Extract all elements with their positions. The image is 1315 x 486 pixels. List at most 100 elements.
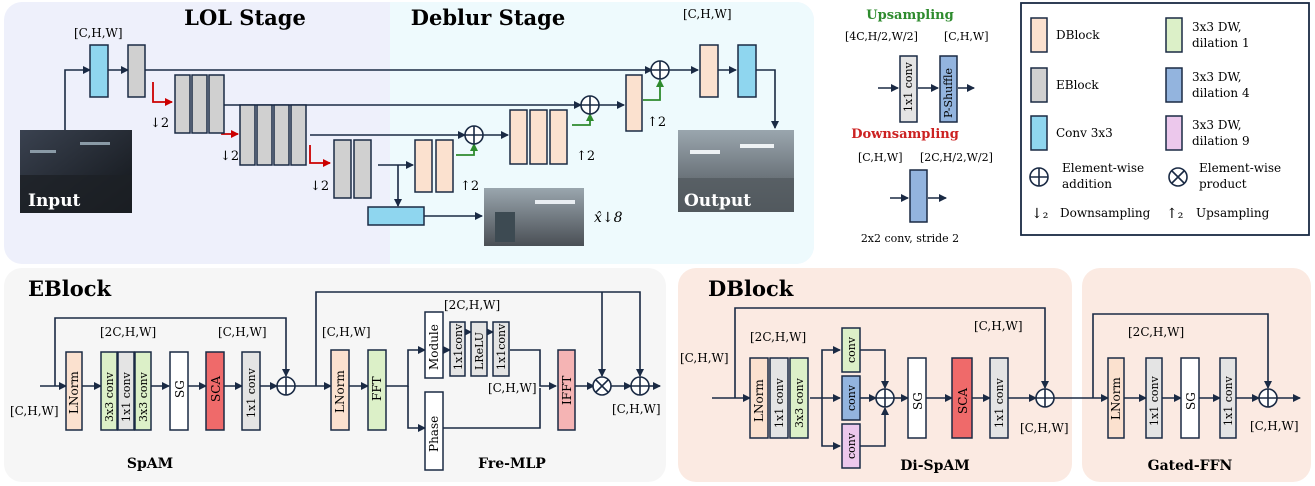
gffn-conv1-label: 1x1 conv [1148,375,1161,426]
fremlp-dim-in: [C,H,W] [322,325,371,339]
fremlp-conv1c-label: 1x1conv [452,323,465,370]
dblock-sca-label: SCA [956,388,970,414]
upsampling-out-dim: [C,H,W] [944,30,989,43]
eblock-conv1a [117,351,135,431]
legend-add-icon [1029,167,1049,187]
gffn-lnorm-label: LNorm [1109,377,1123,420]
add-icon [1258,388,1278,408]
add-icon [650,60,670,80]
pshuffle-label: P-Shuffle [942,68,955,118]
legend-dw9-b: dilation 9 [1192,134,1250,148]
fremlp-phase [424,391,444,471]
gffn-caption: Gated-FFN [1148,458,1233,474]
eblock-conv1a-label: 1x1 conv [120,371,133,422]
eblock-lnorm-label: LNorm [67,371,81,414]
legend-dw9-swatch [1165,115,1183,151]
spam-caption: SpAM [127,456,173,472]
eblock-conv1b-label: 1x1 conv [245,367,258,418]
legend-dw1-a: 3x3 DW, [1192,20,1242,34]
upsampling-conv [899,55,918,123]
eblock-l3d [290,104,307,166]
upsampling-title: Upsampling [866,8,953,23]
gffn-sg [1180,357,1200,439]
product-icon [592,376,612,396]
downsampling-caption: 2x2 conv, stride 2 [861,232,959,245]
x-hat-label: x̂↓8 [594,210,623,226]
fremlp-ifft [557,349,576,431]
gffn-dim-out: [C,H,W] [1250,419,1299,433]
dblock-l4b [435,139,454,193]
fremlp-lrelu-label: LReLU [473,332,486,370]
dispam-caption: Di-SpAM [900,458,970,474]
dblock-dim-in: [C,H,W] [680,351,729,365]
dblock-dim-c: [C,H,W] [974,319,1023,333]
upsampling-in-dim: [4C,H/2,W/2] [845,30,918,43]
legend-eblock-swatch [1030,67,1048,103]
down-label: ↓2 [150,116,169,131]
legend-dw4-a: 3x3 DW, [1192,70,1242,84]
legend-dw1-b: dilation 1 [1192,36,1250,50]
eblock-lnorm [65,351,83,431]
dblock-conv3-label: 3x3 conv [793,377,806,428]
legend-add-b: addition [1062,177,1112,191]
eblock-sca [205,351,225,431]
legend-eblock: EBlock [1056,78,1099,92]
dblock-panel: DBlock [C,H,W] [2C,H,W] [C,H,W] [C,H,W] [678,268,1311,482]
eblock-conv3b [134,351,152,431]
legend: DBlock EBlock Conv 3x3 3x3 DW, dilation … [1020,2,1310,236]
fremlp-ifft-label: IFFT [560,376,574,405]
dblock-dim-out: [C,H,W] [1020,421,1069,435]
dblock-dw4 [841,375,861,421]
legend-prod-b: product [1199,177,1247,191]
dblock-conv1b [989,357,1009,439]
eblock-sca-label: SCA [209,376,223,402]
fremlp-fft-label: FFT [370,376,384,401]
eblock-sg-label: SG [173,380,187,398]
add-icon [1035,388,1055,408]
fremlp-conv1d-label: 1x1conv [495,323,508,370]
dblock-dim-2c: [2C,H,W] [750,330,806,344]
fremlp-lnorm [330,349,350,431]
legend-dw1-swatch [1165,17,1183,53]
fremlp-lrelu [470,321,488,377]
up-label: ↑2 [576,149,595,164]
fremlp-module [424,311,444,379]
gffn-lnorm [1107,357,1125,439]
conv3x3-aux [367,206,425,226]
dim-label: [C,H,W] [683,7,732,21]
add-icon [630,376,650,396]
dblock-lnorm-label: LNorm [752,379,766,422]
eblock-l2a [174,74,191,134]
eblock-l4b [353,139,372,199]
dblock-dw4-label: conv [845,384,858,411]
eblock-l3b [256,104,273,166]
down-label: ↓2 [310,179,329,194]
fremlp-dim-2c: [2C,H,W] [444,298,500,312]
downsampling-in-dim: [C,H,W] [858,151,903,164]
deblur-stage-title: Deblur Stage [411,5,565,30]
legend-up-icon: ↑₂ [1166,206,1183,222]
gffn-conv2-label: 1x1 conv [1222,375,1235,426]
eblock-l2b [191,74,208,134]
input-image [20,130,132,213]
eblock-dim-in: [C,H,W] [10,404,59,418]
dblock-lnorm [749,357,769,439]
dblock-dw9-label: conv [845,432,858,459]
legend-down-icon: ↓₂ [1031,206,1048,222]
dblock-dw9 [841,423,861,469]
legend-add-a: Element-wise [1062,161,1144,175]
legend-dw4-b: dilation 4 [1192,86,1250,100]
dim-label: [C,H,W] [74,26,123,40]
overview-wires [64,66,779,220]
fremlp-conv1c [449,321,466,377]
eblock-conv3b-label: 3x3 conv [137,371,150,422]
dblock-sg-label: SG [911,392,925,410]
dblock-sca [951,357,973,439]
dblock-l2 [625,74,643,132]
gffn-conv1 [1145,357,1163,439]
sampling-panel: Upsampling [4C,H/2,W/2] [C,H,W] 1x1 conv… [845,8,993,245]
dblock-dw1 [841,327,861,373]
gffn-sg-label: SG [1184,392,1198,410]
dblock-conv1a [769,357,789,439]
legend-down: Downsampling [1060,206,1151,220]
